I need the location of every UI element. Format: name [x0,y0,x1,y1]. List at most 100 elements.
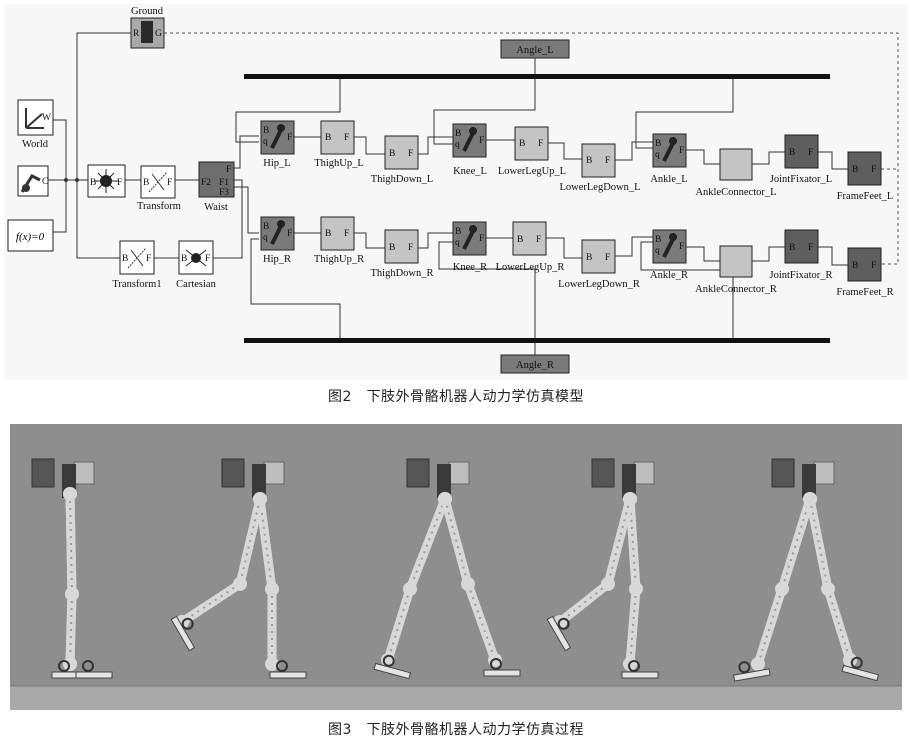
svg-text:F: F [226,165,231,175]
svg-text:q: q [655,246,660,256]
svg-text:Hip_R: Hip_R [263,254,291,265]
svg-text:Angle_L: Angle_L [516,45,553,56]
robot-pose-2 [170,458,307,679]
svg-text:Knee_L: Knee_L [453,166,487,177]
svg-text:B: B [181,254,187,264]
knee-r-block[interactable]: B q F Knee_R [452,221,487,273]
cartesian-block[interactable]: B F Cartesian [176,240,217,290]
dashed-connection [164,32,899,265]
svg-text:C: C [42,177,48,187]
framefeet-r-block[interactable]: B F FrameFeet_R [836,247,894,298]
svg-text:F: F [605,253,610,263]
svg-text:F: F [344,133,349,143]
svg-text:B: B [263,126,269,136]
svg-text:F2: F2 [201,178,211,188]
transform-block[interactable]: B F Transform [137,165,181,212]
rigid-joint-block[interactable]: B F [87,164,126,198]
mechanism-config-block[interactable]: C [17,165,49,197]
svg-text:F: F [605,156,610,166]
svg-text:Knee_R: Knee_R [453,262,487,273]
svg-text:LowerLegUp_L: LowerLegUp_L [498,166,566,177]
robot-pose-5 [732,458,880,682]
ankleconnector-r-block[interactable]: AnkleConnector_R [695,245,777,295]
svg-text:B: B [517,235,523,245]
svg-text:F: F [408,243,413,253]
svg-text:B: B [455,129,461,139]
svg-text:Ankle_R: Ankle_R [650,270,688,281]
svg-text:B: B [122,254,128,264]
hip-l-block[interactable]: B q F Hip_L [260,120,295,169]
sensor-taps-top [235,79,734,149]
svg-text:F: F [679,146,684,156]
svg-text:f(x)=0: f(x)=0 [16,231,45,243]
svg-text:B: B [389,243,395,253]
svg-text:Hip_L: Hip_L [263,158,290,169]
svg-text:F: F [679,242,684,252]
svg-text:B: B [263,222,269,232]
svg-text:q: q [455,140,460,150]
floor [10,686,902,710]
framefeet-l-block[interactable]: B F FrameFeet_L [837,151,894,202]
svg-text:q: q [655,150,660,160]
lowerlegup-l-block[interactable]: B F LowerLegUp_L [498,126,566,177]
world-block[interactable]: W World [17,99,54,150]
svg-text:W: W [42,113,51,123]
svg-text:B: B [325,133,331,143]
svg-text:LowerLegDown_R: LowerLegDown_R [558,279,640,290]
svg-text:ThighUp_L: ThighUp_L [314,158,364,169]
transform1-block[interactable]: B F Transform1 [112,240,162,290]
svg-text:F: F [146,254,151,264]
thighdown-r-block[interactable]: B F ThighDown_R [371,229,434,279]
svg-text:F: F [538,139,543,149]
svg-text:F1: F1 [219,178,229,188]
svg-text:G: G [155,29,162,39]
knee-l-block[interactable]: B q F Knee_L [452,123,487,177]
thighup-l-block[interactable]: B F ThighUp_L [314,120,364,169]
simulink-model-diagram: Angle_L Angle_R [4,4,908,380]
svg-text:q: q [263,137,268,147]
hip-r-block[interactable]: B q F Hip_R [260,216,295,265]
solver-config-block[interactable]: f(x)=0 [7,219,54,252]
svg-text:B: B [789,148,795,158]
svg-text:LowerLegUp_R: LowerLegUp_R [496,262,565,273]
svg-text:F: F [408,149,413,159]
svg-text:F: F [205,254,210,264]
lowerlegdown-l-block[interactable]: B F LowerLegDown_L [559,143,641,193]
svg-text:ThighDown_R: ThighDown_R [371,268,434,279]
jointfixator-l-block[interactable]: B F JointFixator_L [770,134,832,185]
svg-text:Transform1: Transform1 [112,279,161,290]
angle-r-block[interactable]: Angle_R [500,354,570,374]
svg-text:B: B [90,178,96,188]
lowerlegdown-r-block[interactable]: B F LowerLegDown_R [558,239,640,290]
bus-bottom [244,338,830,343]
svg-text:B: B [455,227,461,237]
svg-text:B: B [852,165,858,175]
ankle-l-block[interactable]: B q F Ankle_L [650,133,688,185]
waist-block[interactable]: F F2 F1 F3 Waist [198,161,235,213]
svg-text:F: F [344,229,349,239]
figure3-caption: 图3 下肢外骨骼机器人动力学仿真过程 [328,722,584,738]
trunk-wiring [48,32,259,259]
svg-text:R: R [133,29,140,39]
ankleconnector-l-block[interactable]: AnkleConnector_L [695,148,777,198]
svg-text:LowerLegDown_L: LowerLegDown_L [559,182,640,193]
angle-l-block[interactable]: Angle_L [500,39,570,59]
robot-pose-3 [373,458,521,680]
thighup-r-block[interactable]: B F ThighUp_R [314,216,364,265]
svg-text:World: World [22,139,49,150]
svg-text:F: F [479,136,484,146]
figure2-caption: 图2 下肢外骨骼机器人动力学仿真模型 [328,389,584,405]
sensor-taps-bottom [250,238,734,338]
svg-text:q: q [263,233,268,243]
lowerlegup-r-block[interactable]: B F LowerLegUp_R [496,221,565,273]
svg-text:Angle_R: Angle_R [516,360,554,371]
svg-text:JointFixator_R: JointFixator_R [769,270,832,281]
ankle-r-block[interactable]: B q F Ankle_R [650,229,688,281]
robot-pose-1 [31,458,113,679]
svg-text:B: B [789,243,795,253]
thighdown-l-block[interactable]: B F ThighDown_L [371,135,433,185]
jointfixator-r-block[interactable]: B F JointFixator_R [769,229,833,281]
ground-block[interactable]: R G Ground [130,6,165,49]
svg-text:B: B [655,235,661,245]
svg-text:B: B [519,139,525,149]
